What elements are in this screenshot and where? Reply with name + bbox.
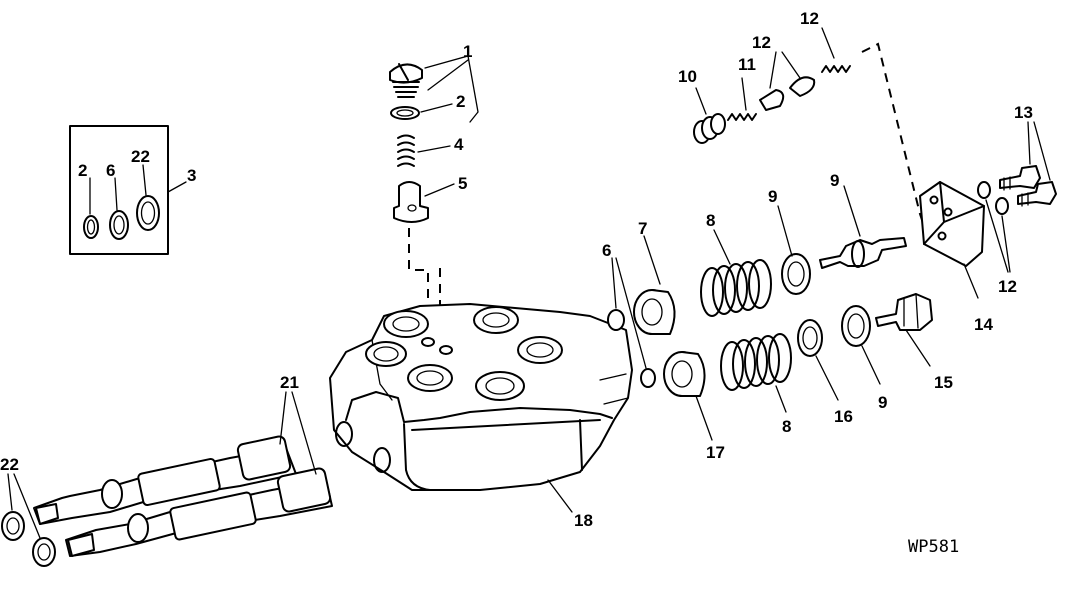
- spool-bore-1: [335, 421, 353, 447]
- spring-12-upper: [821, 65, 851, 73]
- port-a: [383, 310, 429, 338]
- detent-plug-13: [759, 89, 785, 111]
- port-f: [475, 371, 525, 401]
- port-e: [407, 364, 453, 392]
- spring-8-upper: [700, 259, 772, 317]
- callout-8-lower: 8: [782, 417, 791, 436]
- inset-box: 2 6 22 3: [69, 125, 196, 255]
- callout-11: 10: [678, 67, 697, 86]
- washer-14-b: [995, 197, 1009, 215]
- callout-10: 9: [830, 171, 839, 190]
- callout-22: 22: [0, 455, 19, 474]
- o-ring: [390, 106, 420, 120]
- valve-body-outline: [329, 303, 633, 491]
- callout-2: 2: [456, 92, 465, 111]
- callout-15: 13: [1014, 103, 1033, 122]
- spool-bore-2: [373, 447, 391, 473]
- inset-label-22: 22: [131, 147, 150, 166]
- callout-7: 7: [638, 219, 647, 238]
- screw-plug: [389, 63, 423, 84]
- port-c: [365, 341, 407, 367]
- inset-ring-2: [83, 215, 99, 239]
- springs: 8 8: [700, 211, 792, 436]
- callout-8-upper: 8: [706, 211, 715, 230]
- callout-18: 16: [834, 407, 853, 426]
- poppet: [393, 181, 429, 223]
- spools: 22 21: [0, 373, 333, 567]
- end-cover: 14 12 13: [919, 103, 1057, 334]
- inset-frame: [69, 125, 169, 255]
- inset-label-2: 2: [78, 161, 87, 180]
- drawing-code: WP581: [908, 537, 959, 557]
- washer-9-lower: [841, 305, 871, 347]
- callout-5: 5: [458, 174, 467, 193]
- callout-13: 12: [752, 33, 771, 52]
- small-spring: [397, 134, 415, 167]
- seal-6-a: [607, 309, 625, 331]
- spring-8-lower: [720, 333, 792, 391]
- washer-9-upper: [781, 253, 811, 295]
- callout-12-lower: 11: [738, 55, 756, 74]
- callout-3: 3: [187, 166, 196, 185]
- valve-body: 18: [329, 303, 633, 530]
- callout-4: 4: [454, 135, 464, 154]
- inset-ring-22: [136, 195, 160, 231]
- screw-15-a: [999, 165, 1041, 189]
- ring-22-b: [32, 537, 56, 567]
- callout-9-upper: 9: [768, 187, 777, 206]
- detent-ball-13: [789, 76, 816, 97]
- callout-1: 1: [463, 42, 472, 61]
- inset-label-6: 6: [106, 161, 115, 180]
- callout-9-lower: 9: [878, 393, 887, 412]
- callout-17: 15: [934, 373, 953, 392]
- callout-21: 21: [280, 373, 299, 392]
- callout-6: 6: [602, 241, 611, 260]
- port-d: [517, 336, 563, 364]
- detent-parts: 10 11 12 12: [678, 9, 929, 239]
- ring-22-a: [1, 511, 25, 541]
- top-stack: 1 2 4 5: [389, 42, 479, 320]
- inset-ring-6: [109, 210, 129, 240]
- callout-16: 14: [974, 315, 993, 334]
- left-seals: 6 7 17: [602, 219, 725, 462]
- callout-12-upper: 12: [800, 9, 819, 28]
- callout-20: 18: [574, 511, 593, 530]
- spring-12-lower: [727, 113, 757, 121]
- cover-16: [919, 181, 985, 267]
- seal-6-b: [640, 368, 656, 388]
- right-parts: 9 9 16 9 15: [768, 171, 953, 426]
- port-b: [473, 306, 519, 334]
- callout-14: 12: [998, 277, 1017, 296]
- callout-19: 17: [706, 443, 725, 462]
- washer-14-a: [977, 181, 991, 199]
- washer-18: [797, 319, 823, 357]
